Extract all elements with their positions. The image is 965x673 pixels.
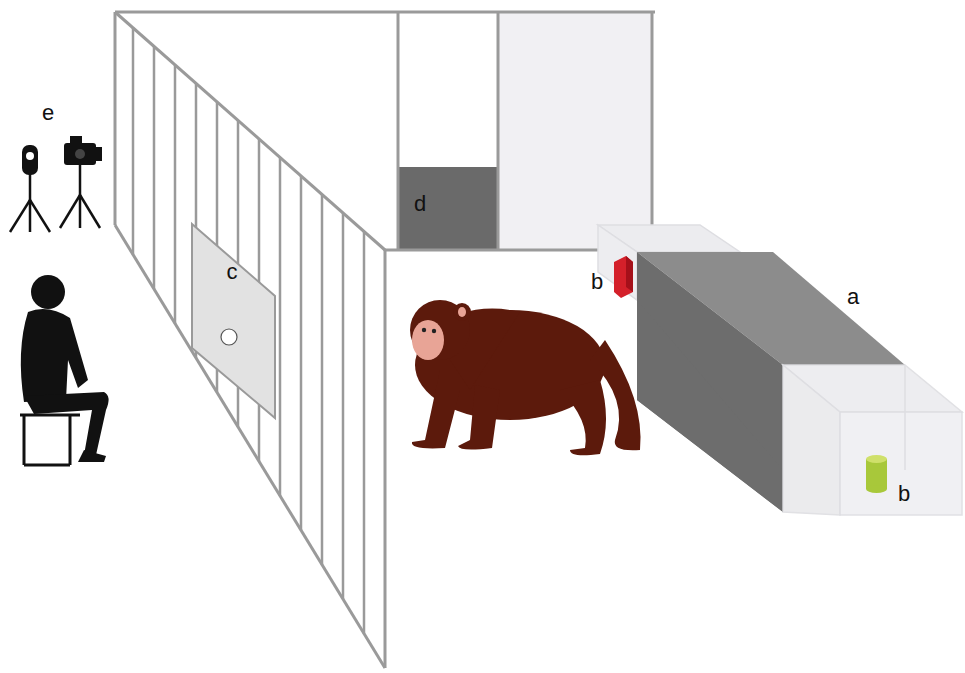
response-panel xyxy=(192,224,275,418)
green-object xyxy=(866,455,887,493)
cage-bar xyxy=(132,28,135,255)
cage-bars xyxy=(133,28,364,634)
seated-observer xyxy=(20,275,109,465)
callout-letter: e xyxy=(42,102,54,124)
cage-frame xyxy=(115,12,655,668)
cage-bar xyxy=(153,46,156,289)
cage-bar xyxy=(363,231,366,633)
cage-bar xyxy=(279,157,282,495)
callout-letter: d xyxy=(414,193,426,215)
back-panel xyxy=(498,12,652,250)
red-object xyxy=(614,256,633,298)
chimpanzee xyxy=(410,300,641,455)
callout-letter: b xyxy=(898,483,910,505)
recording-equipment xyxy=(10,136,102,232)
callout-letter: a xyxy=(847,286,859,308)
cage-bar xyxy=(300,176,303,530)
door-panel xyxy=(398,167,498,250)
cage-bar xyxy=(174,65,177,324)
cage-bar xyxy=(342,213,345,599)
apparatus xyxy=(598,225,962,515)
callout-letter: b xyxy=(591,271,603,293)
panel-hole xyxy=(221,329,237,345)
cage-bar xyxy=(321,194,324,564)
callout-letter: c xyxy=(227,261,238,283)
